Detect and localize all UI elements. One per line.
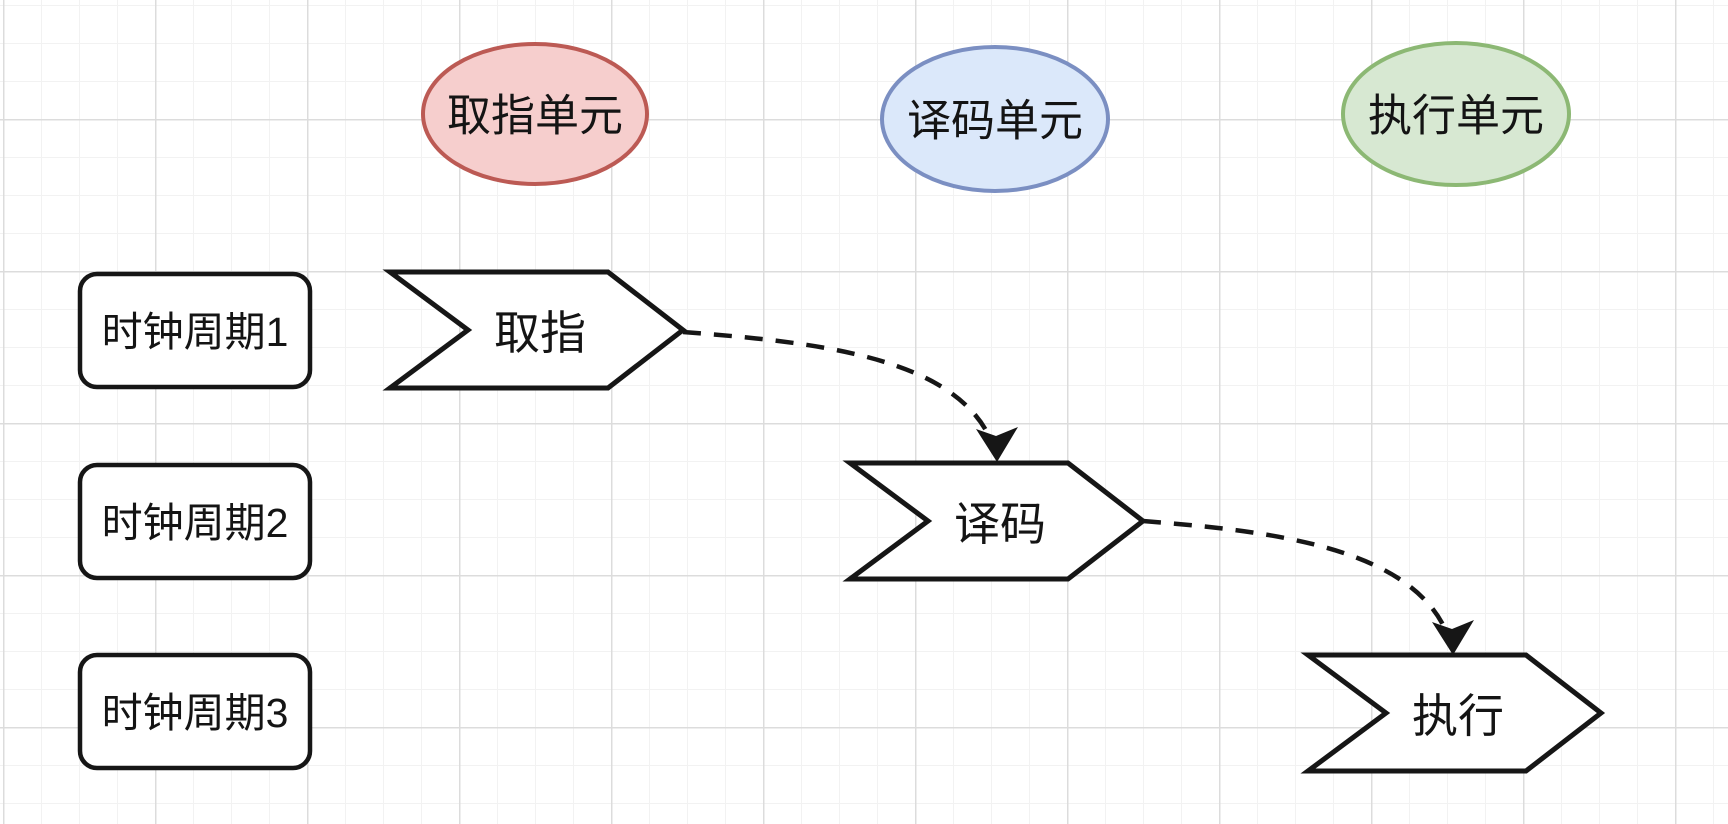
connector-decode-to-execute[interactable] (1142, 518, 1474, 655)
fetch-stage-node[interactable]: 取指 (382, 269, 688, 391)
decode-stage-label: 译码 (954, 498, 1046, 550)
connector-fetch-to-decode[interactable] (682, 329, 1018, 462)
decode-unit-node[interactable]: 译码单元 (880, 45, 1110, 193)
execute-unit-node[interactable]: 执行单元 (1341, 41, 1571, 187)
clock-cycle-1-label: 时钟周期1 (102, 309, 289, 355)
decode-unit-label: 译码单元 (907, 97, 1083, 146)
decode-stage-node[interactable]: 译码 (842, 460, 1148, 582)
arrowhead-down-icon (1432, 620, 1474, 655)
execute-stage-chevron (1300, 652, 1606, 774)
clock-cycle-3-box (77, 652, 313, 771)
clock-cycle-1-box (77, 271, 313, 390)
clock-cycle-2-label: 时钟周期2 (102, 500, 289, 546)
execute-unit-ellipse (1341, 41, 1571, 187)
fetch-stage-chevron (382, 269, 688, 391)
execute-stage-node[interactable]: 执行 (1300, 652, 1606, 774)
clock-cycle-3-label: 时钟周期3 (102, 690, 289, 736)
fetch-unit-node[interactable]: 取指单元 (421, 42, 649, 186)
connector-decode-to-execute-line (1142, 518, 1453, 642)
execute-unit-label: 执行单元 (1368, 92, 1544, 141)
fetch-unit-ellipse (421, 42, 649, 186)
arrowhead-down-icon (976, 427, 1018, 462)
fetch-stage-label: 取指 (494, 307, 586, 359)
decode-unit-ellipse (880, 45, 1110, 193)
clock-cycle-2-node[interactable]: 时钟周期2 (77, 462, 313, 581)
decode-stage-chevron (842, 460, 1148, 582)
clock-cycle-3-node[interactable]: 时钟周期3 (77, 652, 313, 771)
clock-cycle-2-box (77, 462, 313, 581)
clock-cycle-1-node[interactable]: 时钟周期1 (77, 271, 313, 390)
connector-fetch-to-decode-line (682, 329, 997, 449)
fetch-unit-label: 取指单元 (447, 92, 623, 141)
execute-stage-label: 执行 (1412, 690, 1504, 742)
